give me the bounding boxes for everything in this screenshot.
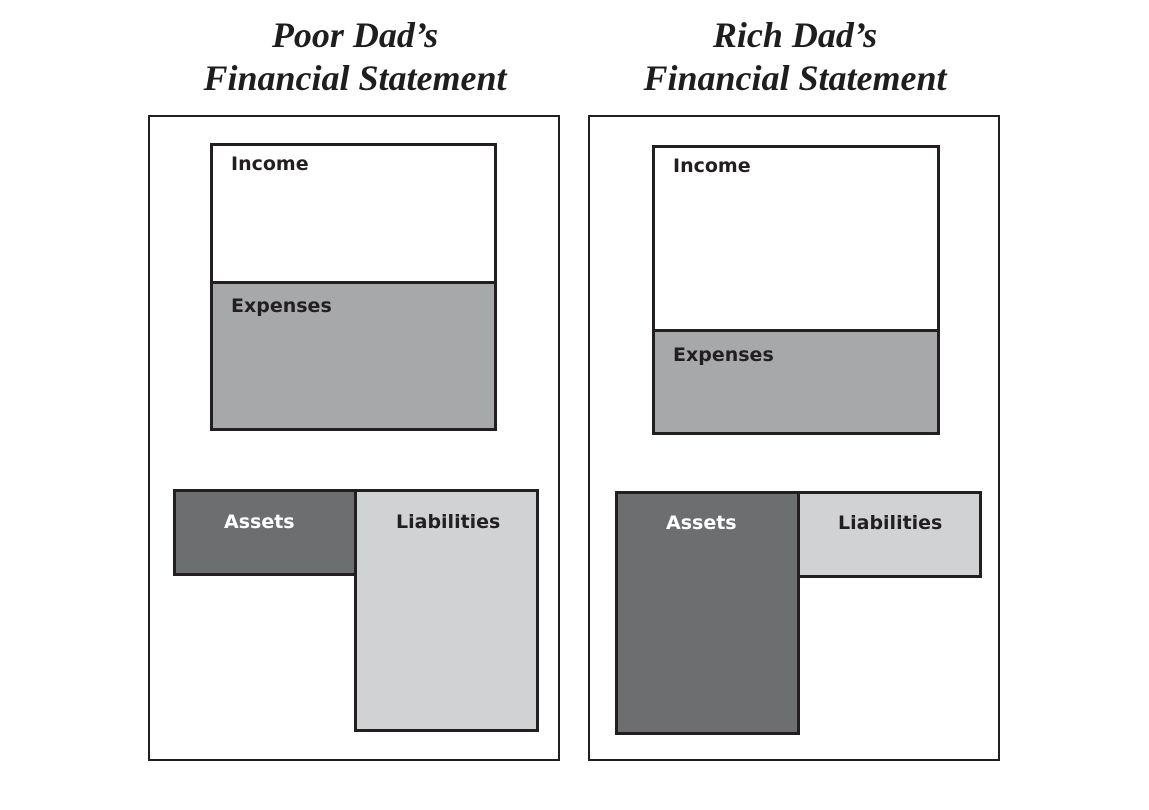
rich-dad-title: Rich Dad’s Financial Statement [575,14,1015,100]
poor-dad-income-label: Income [231,153,309,175]
poor-dad-assets-box: Assets [173,489,357,576]
rich-dad-assets-label: Assets [666,512,737,534]
poor-dad-title-line1: Poor Dad’s [271,15,439,55]
rich-dad-liabilities-label: Liabilities [838,512,943,534]
poor-dad-expenses-label: Expenses [231,295,332,317]
poor-dad-title: Poor Dad’s Financial Statement [135,14,575,100]
poor-dad-title-line2: Financial Statement [203,58,507,98]
poor-dad-assets-label: Assets [224,511,295,533]
rich-dad-expenses-box: Expenses [652,329,940,435]
rich-dad-expenses-label: Expenses [673,344,774,366]
poor-dad-expenses-box: Expenses [210,281,497,431]
poor-dad-income-box: Income [210,143,497,284]
poor-dad-liabilities-label: Liabilities [396,511,501,533]
poor-dad-liabilities-box: Liabilities [354,489,539,732]
rich-dad-liabilities-box: Liabilities [797,491,982,578]
rich-dad-assets-box: Assets [615,491,800,735]
rich-dad-statement-panel: Income Expenses Assets Liabilities [588,115,1000,761]
rich-dad-title-line2: Financial Statement [643,58,947,98]
rich-dad-title-line1: Rich Dad’s [712,15,878,55]
rich-dad-income-box: Income [652,145,940,333]
rich-dad-income-label: Income [673,155,751,177]
poor-dad-statement-panel: Income Expenses Assets Liabilities [148,115,560,761]
